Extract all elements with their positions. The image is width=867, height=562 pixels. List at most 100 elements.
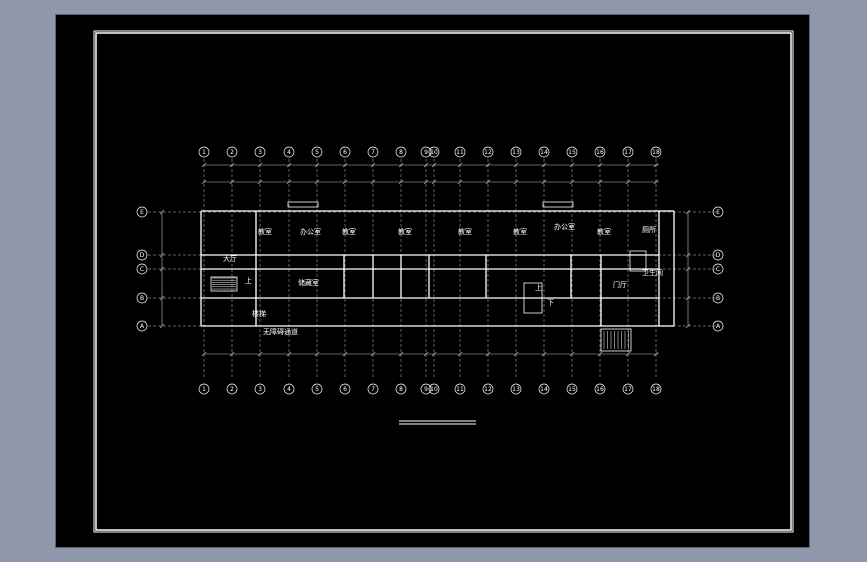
- svg-text:7: 7: [371, 386, 375, 393]
- svg-text:D: D: [140, 252, 145, 259]
- svg-text:3: 3: [258, 149, 262, 156]
- axis-bubble-row: C: [136, 263, 148, 275]
- svg-text:A: A: [716, 323, 721, 330]
- svg-text:16: 16: [596, 386, 604, 393]
- svg-text:15: 15: [568, 149, 576, 156]
- floor-plan-drawing: 1122334455667788991010111112121313141415…: [93, 30, 794, 533]
- axis-bubble-row: C: [712, 263, 724, 275]
- axis-bubble-col: 14: [538, 383, 550, 395]
- walls: [200, 201, 675, 352]
- axis-bubble-col: 6: [339, 383, 351, 395]
- room-label: 办公室: [300, 227, 321, 236]
- axis-bubble-col: 8: [395, 146, 407, 158]
- axis-bubble-col: 10: [428, 146, 440, 158]
- axis-bubble-col: 1: [198, 146, 210, 158]
- svg-text:5: 5: [315, 149, 319, 156]
- axis-bubble-col: 12: [482, 383, 494, 395]
- axis-bubble-col: 17: [622, 383, 634, 395]
- axis-bubble-col: 15: [566, 146, 578, 158]
- room-label: 教室: [597, 227, 611, 236]
- svg-text:E: E: [716, 209, 720, 216]
- dimension-lines: [159, 162, 691, 357]
- room-label: 教室: [513, 227, 527, 236]
- svg-text:17: 17: [624, 149, 632, 156]
- axis-bubble-col: 13: [510, 146, 522, 158]
- svg-text:9: 9: [424, 149, 428, 156]
- axis-bubble-col: 15: [566, 383, 578, 395]
- svg-text:16: 16: [596, 149, 604, 156]
- axis-bubble-col: 4: [283, 383, 295, 395]
- svg-text:17: 17: [624, 386, 632, 393]
- svg-text:18: 18: [652, 386, 660, 393]
- axis-bubble-row: A: [136, 320, 148, 332]
- axis-bubble-row: E: [712, 206, 724, 218]
- svg-text:9: 9: [424, 386, 428, 393]
- axis-bubble-col: 7: [367, 146, 379, 158]
- room-label: 下: [547, 299, 554, 307]
- axis-bubble-col: 7: [367, 383, 379, 395]
- axis-bubble-col: 18: [650, 146, 662, 158]
- svg-text:C: C: [716, 266, 720, 273]
- axis-bubble-col: 16: [594, 146, 606, 158]
- room-label: 大厅: [223, 254, 237, 263]
- outer-frame: [93, 30, 794, 533]
- svg-text:2: 2: [230, 386, 234, 393]
- axis-bubble-col: 9: [420, 383, 432, 395]
- axis-bubble-row: E: [136, 206, 148, 218]
- axis-bubble-col: 18: [650, 383, 662, 395]
- axis-bubble-col: 5: [311, 146, 323, 158]
- room-label: 上: [245, 276, 252, 285]
- axis-bubble-col: 4: [283, 146, 295, 158]
- svg-text:1: 1: [202, 386, 206, 393]
- room-label: 厕所: [642, 225, 656, 234]
- svg-text:13: 13: [512, 386, 520, 393]
- room-labels: 教室 办公室 教室 教室 教室 教室 办公室 教室 厕所 储藏室 楼梯 大厅 门…: [223, 222, 663, 336]
- svg-text:12: 12: [484, 149, 492, 156]
- axis-bubble-col: 5: [311, 383, 323, 395]
- title-underline: [399, 420, 476, 425]
- axis-bubble-row: B: [712, 292, 724, 304]
- svg-text:8: 8: [399, 386, 403, 393]
- axis-bubble-col: 9: [420, 146, 432, 158]
- axis-bubble-col: 2: [226, 383, 238, 395]
- room-label: 办公室: [554, 222, 575, 231]
- svg-text:10: 10: [430, 149, 438, 156]
- axis-bubble-row: D: [136, 249, 148, 261]
- svg-text:14: 14: [540, 386, 548, 393]
- svg-text:15: 15: [568, 386, 576, 393]
- svg-text:4: 4: [287, 149, 291, 156]
- room-label: 门厅: [613, 280, 627, 289]
- svg-text:5: 5: [315, 386, 319, 393]
- svg-text:A: A: [140, 323, 145, 330]
- axis-bubble-col: 1: [198, 383, 210, 395]
- svg-text:8: 8: [399, 149, 403, 156]
- axis-bubble-col: 16: [594, 383, 606, 395]
- room-label: 教室: [342, 227, 356, 236]
- svg-text:13: 13: [512, 149, 520, 156]
- svg-text:3: 3: [258, 386, 262, 393]
- svg-text:6: 6: [343, 149, 347, 156]
- svg-text:18: 18: [652, 149, 660, 156]
- svg-text:6: 6: [343, 386, 347, 393]
- room-label: 卫生间: [642, 268, 663, 277]
- svg-text:12: 12: [484, 386, 492, 393]
- room-label: 储藏室: [298, 278, 319, 287]
- axis-bubble-row: A: [712, 320, 724, 332]
- svg-text:11: 11: [456, 386, 464, 393]
- room-label: 教室: [398, 227, 412, 236]
- axis-bubbles: 1122334455667788991010111112121313141415…: [136, 146, 724, 395]
- axis-bubble-col: 10: [428, 383, 440, 395]
- room-label: 教室: [458, 227, 472, 236]
- room-label: 上: [535, 283, 542, 292]
- inner-frame: [95, 32, 792, 531]
- axis-bubble-col: 3: [254, 383, 266, 395]
- svg-text:11: 11: [456, 149, 464, 156]
- svg-text:2: 2: [230, 149, 234, 156]
- axis-bubble-col: 2: [226, 146, 238, 158]
- room-label: 教室: [258, 227, 272, 236]
- axis-bubble-row: B: [136, 292, 148, 304]
- axis-bubble-col: 6: [339, 146, 351, 158]
- svg-text:1: 1: [202, 149, 206, 156]
- axis-bubble-col: 11: [454, 383, 466, 395]
